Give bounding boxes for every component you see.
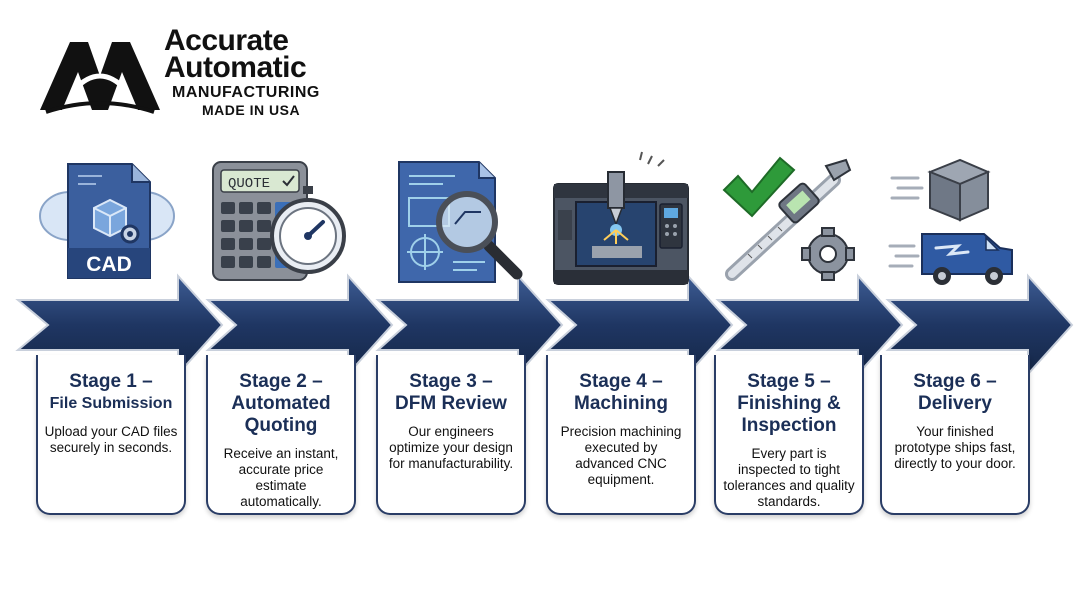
logo-line-accurate: Accurate (164, 24, 289, 57)
cad-file-cloud-icon: CAD (39, 163, 175, 279)
caliper-check-gear-icon (722, 156, 855, 281)
blueprint-magnifier-icon (398, 161, 523, 283)
stage-number: Stage 6 – (913, 371, 997, 392)
cad-label: CAD (86, 253, 132, 276)
stage-title: Quoting (244, 415, 318, 436)
stage-card-5: Stage 5 – Finishing & Inspection Every p… (714, 355, 864, 515)
logo-line-automatic: Automatic (164, 51, 307, 84)
aam-logo-mark-icon (40, 42, 160, 114)
company-logo: Accurate Automatic MANUFACTURING MADE IN… (36, 26, 346, 118)
stage-description: Precision machining executed by advanced… (560, 424, 682, 487)
stage-title: Inspection (741, 415, 837, 436)
stage-card-2: Stage 2 – Automated Quoting Receive an i… (206, 355, 356, 515)
stage-description: Receive an instant, accurate price estim… (223, 446, 339, 509)
box-delivery-van-icon (888, 158, 1013, 285)
stage-card-1: Stage 1 – File Submission Upload your CA… (36, 355, 186, 515)
stage-title: DFM Review (395, 393, 507, 414)
logo-line-manufacturing: MANUFACTURING (172, 84, 320, 101)
stage-number: Stage 1 – (69, 371, 153, 392)
quote-display-label: QUOTE (228, 176, 270, 192)
stage-title: File Submission (49, 395, 173, 412)
stage-description: Our engineers optimize your design for m… (388, 424, 514, 471)
stage-number: Stage 3 – (409, 371, 493, 392)
stage-description: Upload your CAD files securely in second… (44, 424, 178, 455)
stage-title: Finishing & (737, 393, 841, 414)
stage-number: Stage 2 – (239, 371, 323, 392)
stage-number: Stage 4 – (579, 371, 663, 392)
stage-title: Machining (574, 393, 668, 414)
stage-title: Automated (231, 393, 331, 414)
stage-card-3: Stage 3 – DFM Review Our engineers optim… (376, 355, 526, 515)
stage-title: Delivery (918, 393, 992, 414)
stage-card-4: Stage 4 – Machining Precision machining … (546, 355, 696, 515)
stage-card-6: Stage 6 – Delivery Your finished prototy… (880, 355, 1030, 515)
cnc-machine-icon (553, 151, 689, 285)
stage-description: Every part is inspected to tight toleran… (723, 446, 855, 509)
logo-line-made-in-usa: MADE IN USA (202, 102, 301, 118)
stage-description: Your finished prototype ships fast, dire… (894, 424, 1016, 471)
calculator-stopwatch-icon: QUOTE (212, 161, 346, 281)
gear-icon (801, 227, 855, 281)
logo-wordmark: Accurate Automatic MANUFACTURING MADE IN… (164, 24, 354, 119)
stage-number: Stage 5 – (747, 371, 831, 392)
